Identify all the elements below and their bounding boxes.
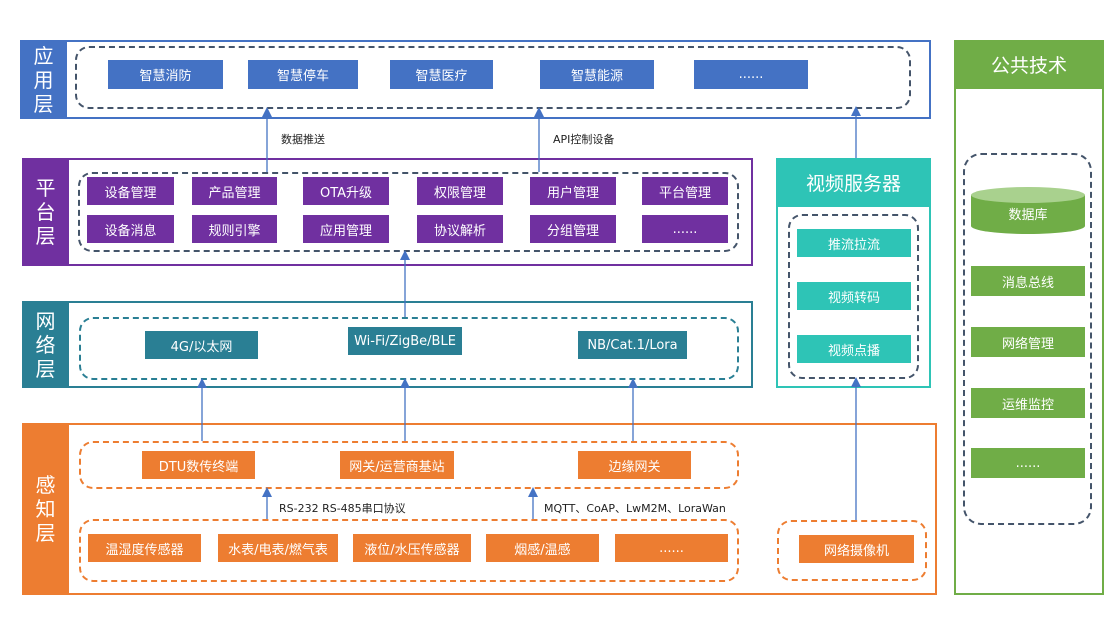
app-layer-label: 应 用 层 — [20, 40, 67, 119]
platform-item-protocol[interactable]: 协议解析 — [417, 215, 503, 243]
app-item-energy[interactable]: 智慧能源 — [540, 60, 654, 89]
video-item-vod[interactable]: 视频点播 — [797, 335, 911, 363]
label-api-control: API控制设备 — [553, 133, 615, 146]
platform-item-more[interactable]: ...... — [642, 215, 728, 243]
network-item-4g[interactable]: 4G/以太网 — [145, 331, 258, 359]
app-layer-group — [75, 46, 911, 109]
video-item-transcode[interactable]: 视频转码 — [797, 282, 911, 310]
public-item-network-mgmt[interactable]: 网络管理 — [971, 327, 1085, 357]
app-item-parking[interactable]: 智慧停车 — [248, 60, 358, 89]
sensor-smoke-temp[interactable]: 烟感/温感 — [486, 534, 599, 562]
platform-layer-group — [78, 172, 739, 252]
app-item-fire[interactable]: 智慧消防 — [108, 60, 223, 89]
platform-item-group-mgmt[interactable]: 分组管理 — [530, 215, 616, 243]
public-item-ops-monitor[interactable]: 运维监控 — [971, 388, 1085, 418]
platform-item-rule-engine[interactable]: 规则引擎 — [192, 215, 277, 243]
label-data-push: 数据推送 — [281, 133, 325, 146]
public-tech-title: 公共技术 — [954, 40, 1104, 89]
app-item-more[interactable]: ...... — [694, 60, 808, 89]
public-item-database[interactable]: 数据库 — [1008, 207, 1048, 223]
platform-item-app-mgmt[interactable]: 应用管理 — [303, 215, 389, 243]
perception-layer-label: 感 知 层 — [22, 423, 69, 595]
label-iot-protocols: MQTT、CoAP、LwM2M、LoraWan — [544, 502, 726, 515]
sensor-level-pressure[interactable]: 液位/水压传感器 — [353, 534, 471, 562]
platform-item-platform-mgmt[interactable]: 平台管理 — [642, 177, 728, 205]
app-item-medical[interactable]: 智慧医疗 — [390, 60, 493, 89]
public-item-message-bus[interactable]: 消息总线 — [971, 266, 1085, 296]
network-item-wifi[interactable]: Wi-Fi/ZigBe/BLE — [348, 327, 462, 355]
public-tech-group — [963, 153, 1092, 525]
sensor-meters[interactable]: 水表/电表/燃气表 — [218, 534, 338, 562]
perception-item-gateway[interactable]: 网关/运营商基站 — [340, 451, 454, 479]
network-layer-label: 网 络 层 — [22, 301, 69, 388]
platform-item-permission[interactable]: 权限管理 — [417, 177, 503, 205]
sensor-more[interactable]: ...... — [615, 534, 728, 562]
sensor-temp-humidity[interactable]: 温湿度传感器 — [88, 534, 201, 562]
perception-item-dtu[interactable]: DTU数传终端 — [142, 451, 255, 479]
network-item-nb[interactable]: NB/Cat.1/Lora — [578, 331, 687, 359]
platform-item-device-mgmt[interactable]: 设备管理 — [87, 177, 174, 205]
label-serial-protocol: RS-232 RS-485串口协议 — [279, 502, 406, 515]
camera-network[interactable]: 网络摄像机 — [799, 535, 914, 563]
camera-group — [777, 520, 927, 581]
perception-item-edge-gateway[interactable]: 边缘网关 — [578, 451, 691, 479]
video-server-title: 视频服务器 — [776, 158, 931, 207]
platform-item-product-mgmt[interactable]: 产品管理 — [192, 177, 277, 205]
platform-item-user-mgmt[interactable]: 用户管理 — [530, 177, 616, 205]
perception-sensor-group — [79, 519, 739, 582]
perception-gateway-group — [79, 441, 739, 489]
video-item-stream[interactable]: 推流拉流 — [797, 229, 911, 257]
public-item-more[interactable]: ...... — [971, 448, 1085, 478]
platform-item-ota[interactable]: OTA升级 — [303, 177, 389, 205]
platform-layer-label: 平 台 层 — [22, 158, 69, 266]
platform-item-device-msg[interactable]: 设备消息 — [87, 215, 174, 243]
